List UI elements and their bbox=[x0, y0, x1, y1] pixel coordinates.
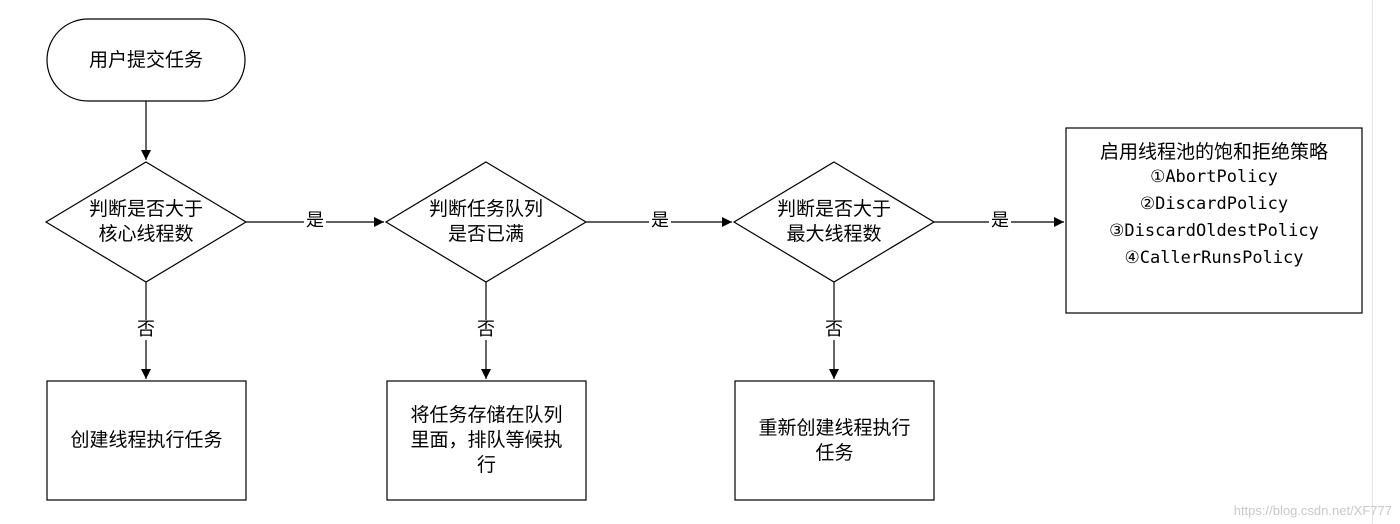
no-label-1: 否 bbox=[135, 319, 157, 340]
action-3-label: 重新创建线程执行 任务 bbox=[758, 416, 911, 464]
policy-content: 启用线程池的饱和拒绝策略 ①AbortPolicy ②DiscardPolicy… bbox=[1066, 128, 1362, 313]
decision-3-label: 判断是否大于 最大线程数 bbox=[776, 198, 891, 245]
yes-label-2: 是 bbox=[649, 210, 671, 231]
policy-item-discard: ②DiscardPolicy bbox=[1139, 194, 1289, 214]
action-1-label: 创建线程执行任务 bbox=[70, 429, 223, 451]
policy-item-discard-oldest: ③DiscardOldestPolicy bbox=[1109, 221, 1319, 241]
no-label-2: 否 bbox=[475, 319, 497, 340]
action-2-label: 将任务存储在队列 里面，排队等候执 行 bbox=[410, 404, 563, 476]
right-edge-divider bbox=[1372, 0, 1373, 524]
policy-item-abort: ①AbortPolicy bbox=[1150, 167, 1278, 187]
decision-1-label: 判断是否大于 核心线程数 bbox=[88, 198, 203, 245]
policy-item-caller-runs: ④CallerRunsPolicy bbox=[1124, 248, 1304, 268]
policy-title: 启用线程池的饱和拒绝策略 bbox=[1099, 141, 1328, 163]
yes-label-3: 是 bbox=[989, 210, 1011, 231]
policy-box bbox=[1065, 127, 1363, 314]
action-box-1 bbox=[46, 380, 247, 501]
action-box-3 bbox=[734, 380, 935, 501]
no-label-3: 否 bbox=[823, 319, 845, 340]
watermark: https://blog.csdn.net/XF777 bbox=[1233, 503, 1392, 518]
decision-2-label: 判断任务队列 是否已满 bbox=[428, 198, 543, 245]
action-box-2 bbox=[386, 380, 587, 501]
start-label: 用户提交任务 bbox=[88, 48, 203, 71]
yes-label-1: 是 bbox=[304, 210, 326, 231]
